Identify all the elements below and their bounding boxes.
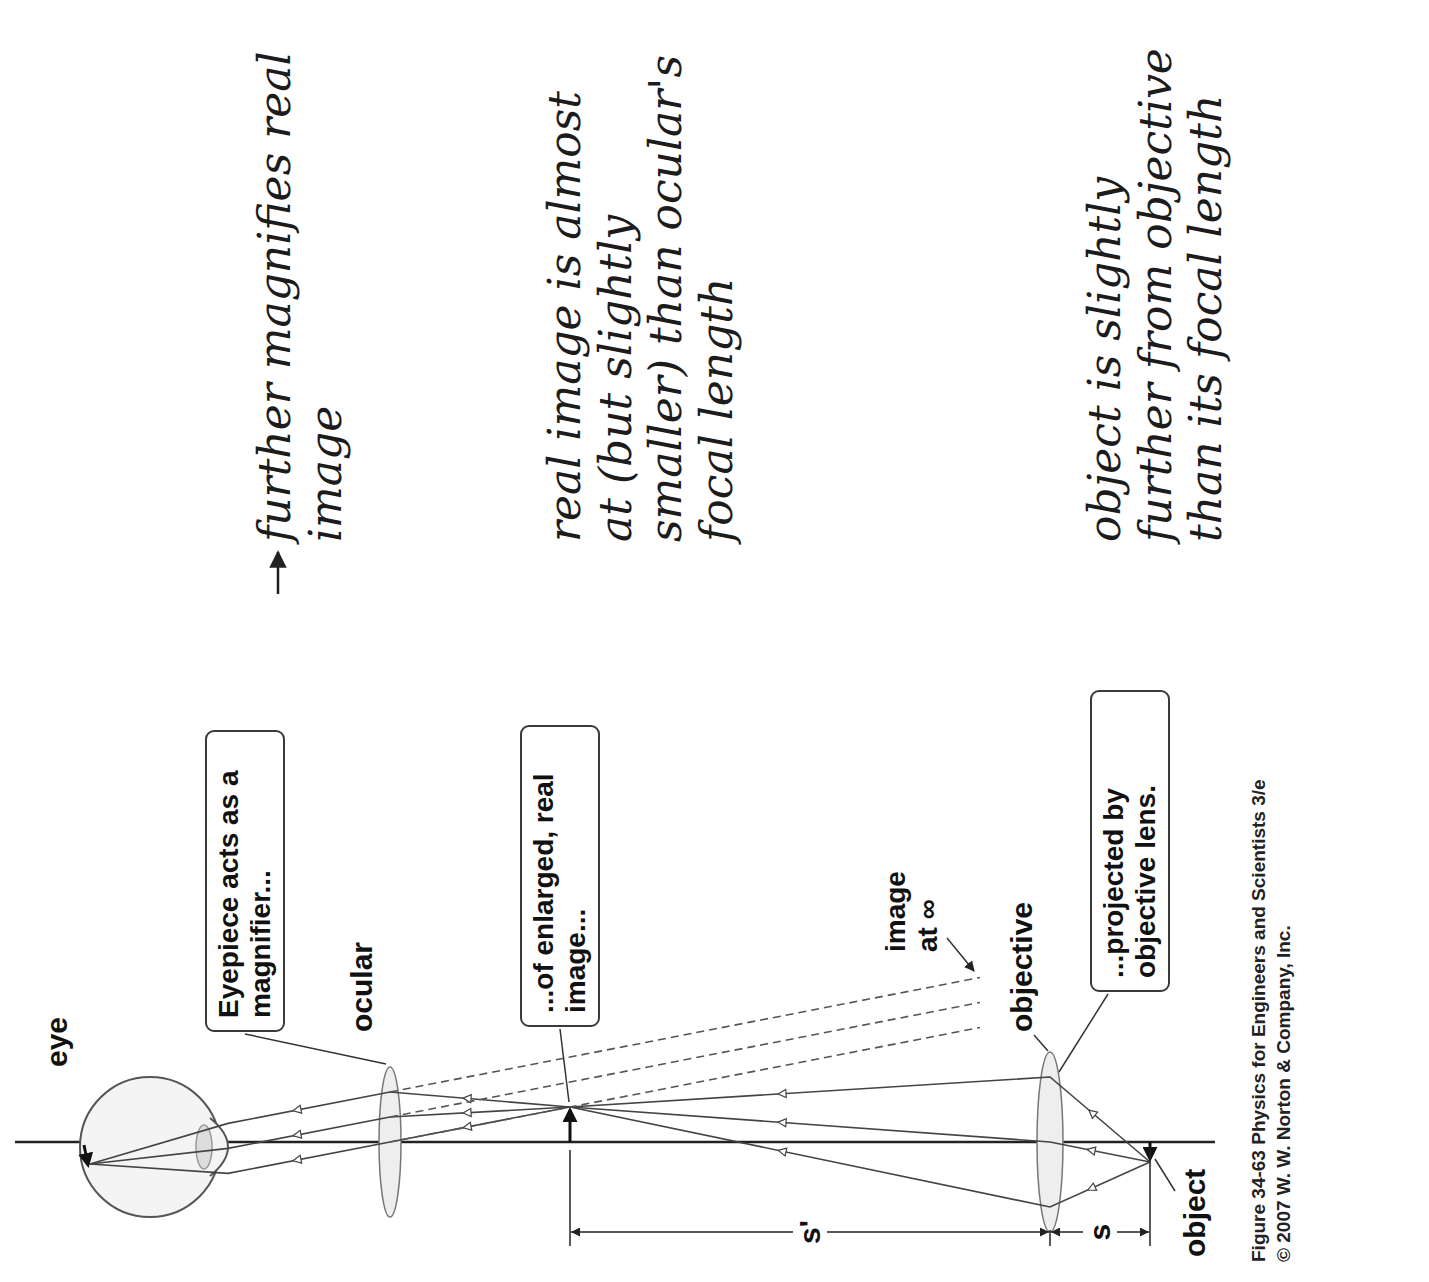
part-label: objective xyxy=(1005,902,1040,1032)
callout-text: ...of enlarged, real image... xyxy=(528,739,592,1013)
callout-text: ...projected by objective lens. xyxy=(1098,704,1162,978)
extension-line xyxy=(569,1150,571,1246)
light-ray xyxy=(570,1107,1150,1162)
dashed-ray xyxy=(390,1003,980,1118)
ray-arrowheads xyxy=(293,1090,1098,1191)
virtual-rays xyxy=(390,978,980,1143)
ray-arrowhead xyxy=(293,1105,302,1113)
leader-line xyxy=(1034,1035,1048,1051)
light-ray xyxy=(90,1092,570,1164)
dimension-label: s xyxy=(1083,1220,1118,1245)
ray-arrowhead xyxy=(463,1122,472,1130)
callout-text: Eyepiece acts as a magnifier... xyxy=(213,744,277,1018)
ray-arrowhead xyxy=(778,1090,786,1098)
leader-line xyxy=(560,1029,569,1102)
handwritten-note: real image is almost at (but slightly sm… xyxy=(540,42,742,542)
ray-arrowhead xyxy=(463,1109,471,1117)
retina-image-arrow xyxy=(84,1145,88,1165)
dashed-ray xyxy=(390,1028,980,1143)
handwritten-note: object is slightly further from objectiv… xyxy=(1080,42,1232,542)
light-ray xyxy=(90,1107,570,1173)
ray-arrowhead xyxy=(778,1119,786,1127)
handwritten-arrow xyxy=(277,552,280,594)
figure-credit: Figure 34-63 Physics for Engineers and S… xyxy=(1248,779,1271,1262)
leader-line xyxy=(1059,994,1108,1072)
dimension-lines xyxy=(570,1150,1150,1246)
light-ray xyxy=(570,1107,1150,1207)
light-ray xyxy=(570,1077,1150,1162)
ray-arrowhead xyxy=(463,1095,471,1103)
leader-line xyxy=(1155,1159,1175,1191)
part-label: ocular xyxy=(345,942,380,1032)
part-label: image at ∞ xyxy=(880,846,944,952)
ray-arrowhead xyxy=(1087,1147,1096,1155)
real-image-arrow xyxy=(569,1110,572,1142)
handwritten-note: further magnifies real image xyxy=(250,42,351,542)
figure-credit: © 2007 W. W. Norton & Company, Inc. xyxy=(1273,925,1296,1262)
ray-arrowhead xyxy=(778,1148,787,1156)
callout-box: ...projected by objective lens. xyxy=(1090,690,1170,992)
dimension-label: s' xyxy=(793,1216,828,1248)
part-label: object xyxy=(1178,1169,1213,1257)
extension-line xyxy=(1049,1230,1051,1246)
ray-arrowhead xyxy=(293,1130,302,1138)
ray-arrowhead xyxy=(1089,1110,1098,1118)
light-ray xyxy=(90,1107,570,1164)
callout-box: Eyepiece acts as a magnifier... xyxy=(205,730,285,1032)
extension-line xyxy=(1149,1150,1151,1246)
callout-box: ...of enlarged, real image... xyxy=(520,725,600,1027)
eye-drawing xyxy=(80,1077,228,1217)
leader-line xyxy=(245,1034,386,1064)
light-rays xyxy=(90,1077,1150,1207)
part-label: eye xyxy=(40,1017,75,1067)
leader-line xyxy=(947,938,974,971)
ray-arrowhead xyxy=(1088,1183,1097,1190)
ray-arrowhead xyxy=(293,1155,302,1163)
dashed-ray xyxy=(390,978,980,1093)
